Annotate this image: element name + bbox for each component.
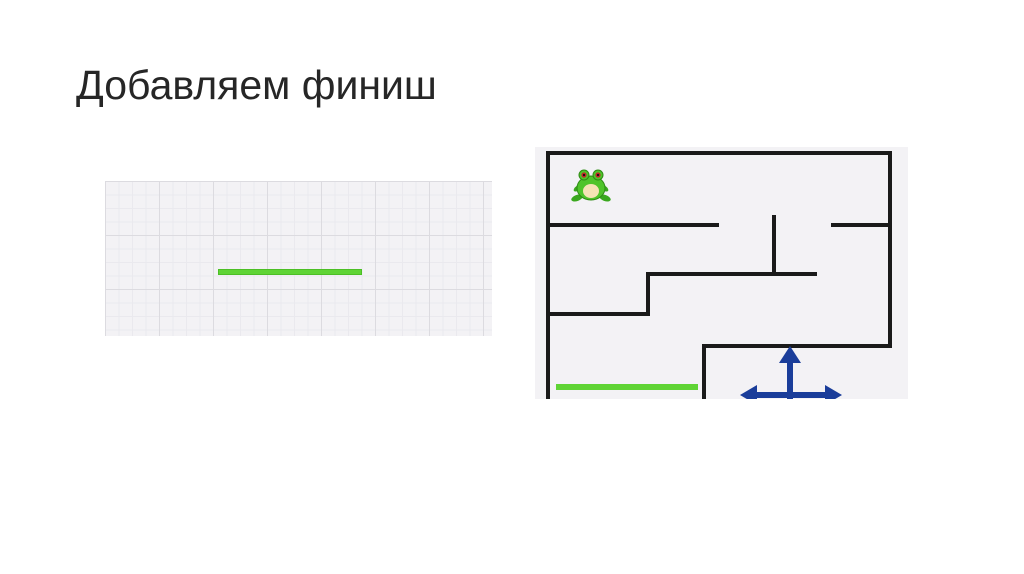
frog-icon[interactable]: [570, 169, 611, 203]
sprite-editor-grid: [105, 181, 492, 336]
slide-title: Добавляем финиш: [76, 62, 437, 108]
maze-stage: [535, 147, 908, 399]
maze-walls: [546, 151, 892, 399]
maze-wall-inner-5: [702, 344, 892, 399]
finish-line: [556, 384, 698, 390]
finish-line-drawing: [218, 269, 362, 275]
maze-svg: [546, 151, 892, 399]
maze-wall-inner-4: [548, 272, 817, 316]
move-arrows-icon[interactable]: [740, 346, 842, 399]
